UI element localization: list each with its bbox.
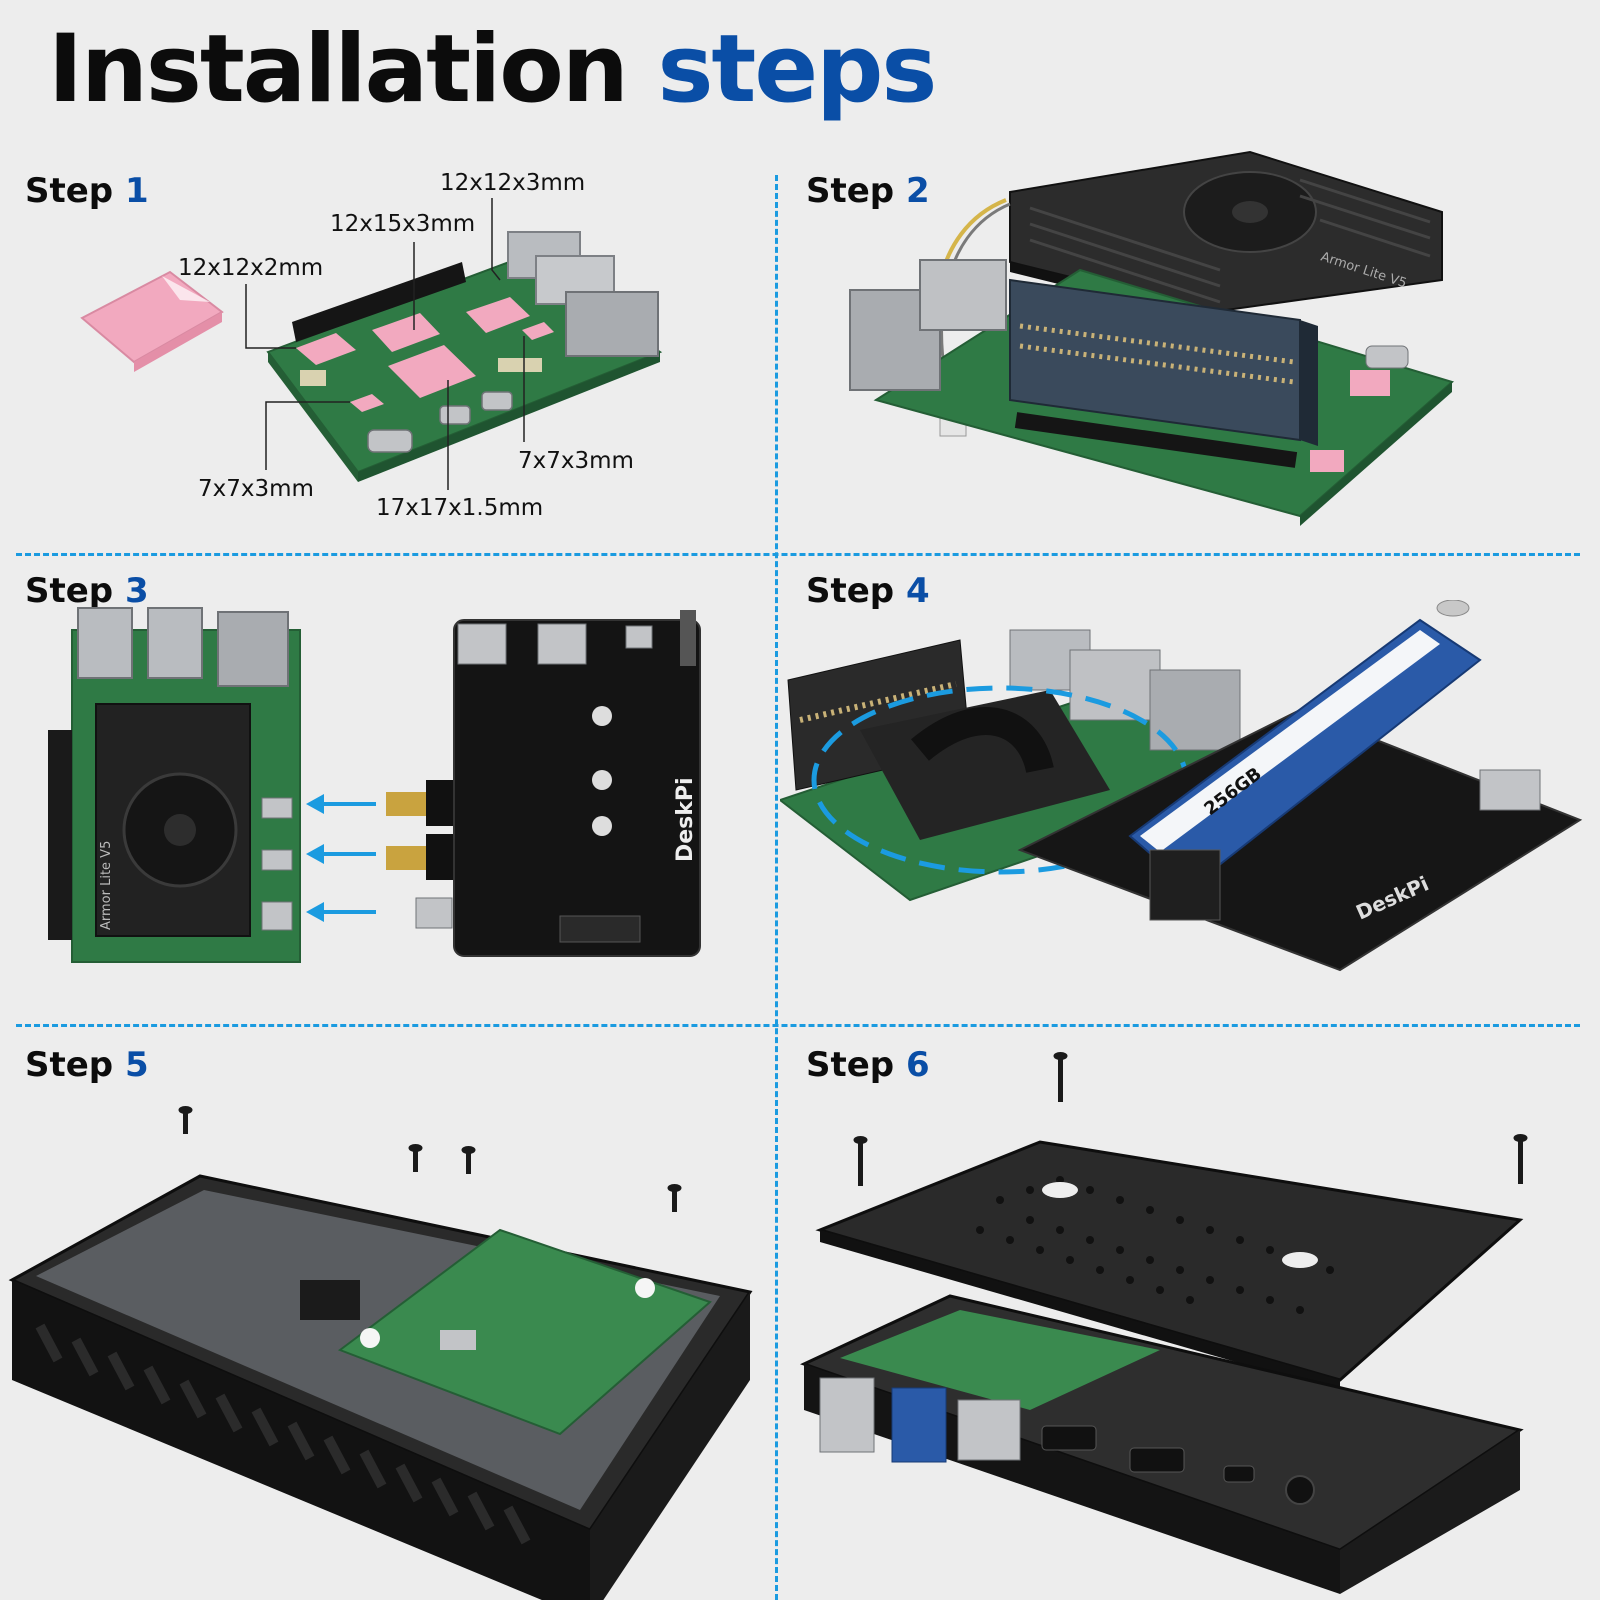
- page-title: Installation steps: [48, 14, 937, 127]
- dimension-leader-lines: [245, 198, 525, 490]
- usb-c-port: [1223, 1465, 1255, 1483]
- step-4-label: Step 4: [806, 571, 930, 611]
- pad-dimension-17x17x1-5: 17x17x1.5mm: [376, 495, 544, 521]
- step-5-label: Step 5: [25, 1045, 149, 1085]
- pad-dimension-12x12x3: 12x12x3mm: [440, 170, 586, 196]
- title-word-steps: steps: [657, 15, 937, 124]
- step-5-case-installation-illustration: [8, 1106, 753, 1600]
- hdmi-port-1: [1041, 1425, 1097, 1451]
- thermal-pad-sheet: [80, 270, 224, 372]
- deskpi-adapter-with-ssd: 256GB DeskPi: [1017, 618, 1583, 972]
- ethernet-port: [957, 1399, 1021, 1461]
- pad-dimension-7x7x3-left: 7x7x3mm: [198, 476, 314, 502]
- cooler-model-text: Armor Lite V5: [99, 841, 114, 930]
- raspberry-pi-with-gpio-extender: [849, 259, 1455, 526]
- step-1-label: Step 1: [25, 171, 149, 211]
- pad-dimension-7x7x3-right: 7x7x3mm: [518, 448, 634, 474]
- pad-dimension-12x15x3: 12x15x3mm: [330, 211, 476, 237]
- step-2-heatsink-illustration: Armor Lite V5: [849, 150, 1455, 526]
- usb-3-ports: [891, 1387, 947, 1463]
- pad-dimension-12x12x2: 12x12x2mm: [178, 255, 324, 281]
- connection-arrows: [306, 794, 376, 922]
- case-vent-slots: [35, 1323, 531, 1545]
- title-word-installation: Installation: [48, 15, 629, 124]
- raspberry-pi-board: [266, 231, 663, 482]
- screw-icon: [1436, 600, 1470, 617]
- step-3-label: Step 3: [25, 571, 149, 611]
- deskpi-brand-text: DeskPi: [673, 777, 698, 862]
- case-lid: [815, 1140, 1524, 1392]
- step-3-pcie-connection-illustration: Armor Lite V5 DeskPi: [48, 607, 701, 963]
- hdmi-port-2: [1129, 1447, 1185, 1473]
- lid-vent-holes: [976, 1176, 1334, 1314]
- usb-2-ports: [819, 1377, 875, 1453]
- step-6-lid-installation-illustration: [800, 1052, 1528, 1594]
- step-1-thermal-pads-illustration: [80, 198, 663, 490]
- step-2-label: Step 2: [806, 171, 930, 211]
- vertical-divider: [775, 175, 778, 1600]
- case-body-with-ports: [800, 1294, 1524, 1594]
- horizontal-divider-2: [16, 1024, 1580, 1027]
- raspberry-pi-in-case: [300, 1228, 712, 1436]
- deskpi-adapter-board: DeskPi: [453, 610, 701, 957]
- power-button: [1285, 1475, 1315, 1505]
- step-4-ssd-installation-illustration: 256GB DeskPi: [780, 600, 1583, 972]
- step-6-label: Step 6: [806, 1045, 930, 1085]
- horizontal-divider-1: [16, 553, 1580, 556]
- black-case-bottom: [8, 1174, 753, 1600]
- raspberry-pi-with-cooler: Armor Lite V5: [48, 607, 301, 963]
